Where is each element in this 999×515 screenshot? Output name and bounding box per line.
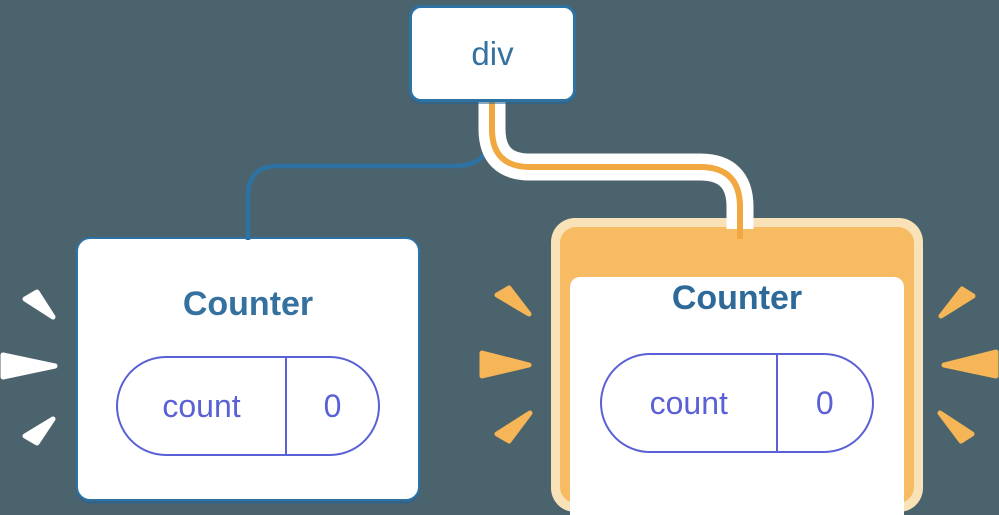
sparkle-ray — [494, 285, 532, 317]
tree-node-counter-right: Counter count 0 — [570, 277, 904, 515]
sparkle-burst-right-left-side — [479, 285, 533, 444]
state-pill: count 0 — [600, 353, 874, 453]
edge-div-to-right-counter-casing — [478, 101, 754, 229]
highlight-ring: Counter count 0 — [560, 227, 914, 515]
sparkle-burst-left — [0, 289, 58, 446]
tree-node-div: div — [409, 5, 576, 102]
sparkle-ray — [937, 410, 975, 444]
sparkle-ray — [479, 350, 532, 379]
sparkle-burst-right-right-side — [937, 286, 999, 444]
sparkle-ray — [22, 416, 56, 446]
sparkle-ray — [494, 410, 533, 444]
tree-node-counter-right-highlight: Counter count 0 — [551, 218, 923, 515]
sparkle-ray — [938, 286, 976, 319]
sparkle-ray — [0, 352, 58, 380]
state-pill: count 0 — [116, 356, 380, 456]
tree-node-counter-left: Counter count 0 — [76, 237, 420, 501]
node-title: Counter — [671, 279, 803, 317]
node-title: Counter — [182, 285, 314, 323]
state-value: 0 — [815, 384, 834, 421]
sparkle-ray — [22, 289, 56, 320]
edge-div-to-left-counter — [245, 101, 495, 240]
state-key: count — [118, 358, 287, 454]
sparkle-ray — [941, 349, 999, 379]
node-label: div — [471, 34, 514, 72]
state-value: 0 — [323, 387, 342, 424]
state-key: count — [602, 355, 778, 451]
